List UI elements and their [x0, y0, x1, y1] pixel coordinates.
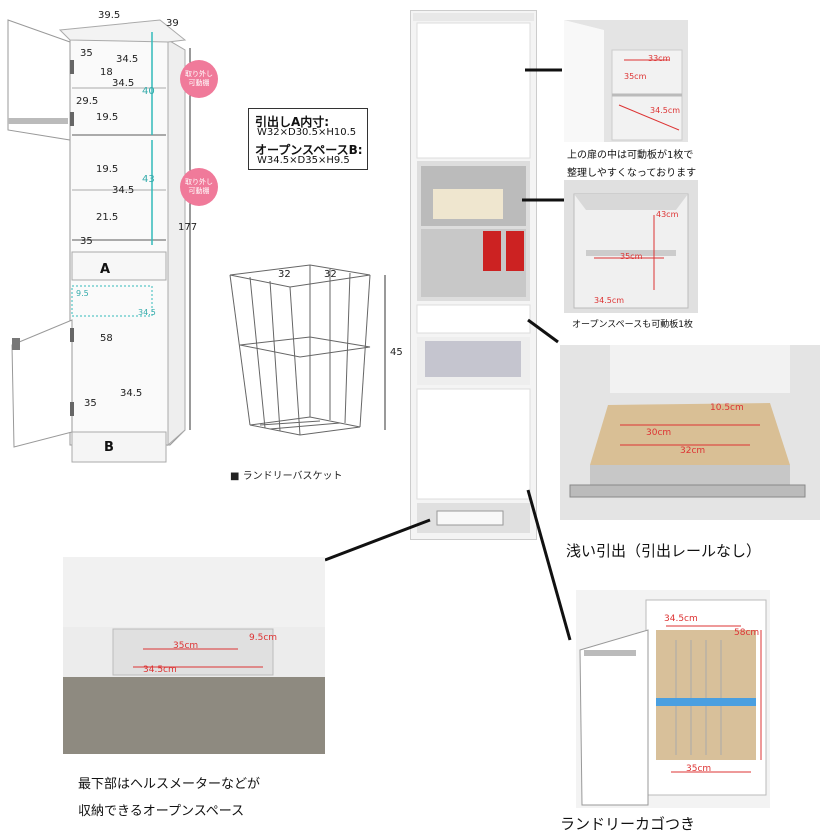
basket-label: ■ ランドリーバスケット — [230, 471, 343, 482]
dim-upper-width: 34.5 — [116, 54, 139, 65]
laundry-h: 58cm — [734, 628, 760, 638]
drawer-photo: 10.5cm 30cm 32cm — [560, 345, 820, 520]
open-space-w: 34.5cm — [594, 296, 625, 305]
dim-mid-shelf2: 21.5 — [96, 212, 119, 223]
spec-b-title: オープンスペースB: — [255, 143, 363, 157]
laundry-basket-diagram: 32 32 45 ■ ランドリーバスケット — [220, 245, 410, 485]
removable-shelf-tag-2: 取り外し 可動棚 — [180, 168, 218, 206]
upper-shelf-d3: 34.5cm — [650, 106, 681, 115]
cabinet-drawing — [7, 19, 191, 463]
laundry-w: 34.5cm — [664, 614, 698, 624]
dim-upper-shelf2: 19.5 — [96, 112, 119, 123]
cabinet-photo — [410, 10, 537, 540]
basket-wireframe — [229, 264, 386, 436]
dim-upper-depth: 35 — [80, 48, 93, 59]
upper-shelf-caption-1: 上の扉の中は可動板が1枚で — [567, 150, 694, 161]
open-space-caption: オープンスペースも可動板1枚 — [572, 320, 693, 330]
drawer-w: 32cm — [680, 446, 706, 456]
dim-total-height: 177 — [178, 222, 198, 233]
dim-upper-shelf1: 18 — [100, 67, 113, 78]
laundry-caption: ランドリーカゴつき — [560, 815, 696, 833]
dim-open-small-h: 9.5 — [76, 289, 89, 298]
dim-mid-depth: 35 — [80, 236, 93, 247]
dim-top-width: 39.5 — [98, 10, 121, 21]
laundry-d: 35cm — [686, 764, 712, 774]
dim-mid-shelf1: 19.5 — [96, 164, 119, 175]
open-space-h: 43cm — [656, 210, 679, 219]
dim-lower-width: 34.5 — [120, 388, 143, 399]
dim-mid-width: 34.5 — [112, 185, 135, 196]
upper-shelf-d1: 33cm — [648, 54, 671, 63]
drawer-caption: 浅い引出（引出レールなし） — [566, 542, 762, 560]
bottom-caption-1: 最下部はヘルスメーターなどが — [78, 777, 261, 792]
open-space-photo: 43cm 35cm 34.5cm — [564, 180, 698, 313]
dim-upper-door-w: 34.5 — [112, 78, 135, 89]
dim-upper-depth2: 29.5 — [76, 96, 99, 107]
cabinet-diagram: 39.5 39 35 34.5 18 34.5 40 29.5 19.5 19.… — [0, 0, 230, 470]
drawer-d: 30cm — [646, 428, 672, 438]
dim-lower-height: 58 — [100, 333, 113, 344]
basket-width: 32 — [278, 269, 291, 280]
dim-upper-section: 40 — [142, 86, 155, 97]
laundry-photo: 34.5cm 58cm 35cm — [576, 590, 770, 808]
basket-height: 45 — [390, 347, 403, 358]
spec-box: 引出しA内寸: W32×D30.5×H10.5 オープンスペースB: W34.5… — [248, 108, 368, 170]
dim-mid-section: 43 — [142, 174, 155, 185]
open-space-d: 35cm — [620, 252, 643, 261]
bottom-caption-2: 収納できるオープンスペース — [78, 804, 245, 819]
upper-shelf-caption-2: 整理しやすくなっております — [567, 168, 697, 179]
spec-a-title: 引出しA内寸: — [255, 115, 330, 129]
upper-shelf-photo: 33cm 35cm 34.5cm — [564, 20, 688, 142]
upper-shelf-d2: 35cm — [624, 72, 647, 81]
basket-depth: 32 — [324, 269, 337, 280]
dim-top-depth: 39 — [166, 18, 179, 29]
bottom-h: 9.5cm — [249, 633, 278, 643]
bottom-space-photo: 35cm 9.5cm 34.5cm — [63, 557, 325, 754]
bottom-d: 35cm — [173, 641, 199, 651]
dim-lower-depth: 35 — [84, 398, 97, 409]
drawer-h: 10.5cm — [710, 403, 744, 413]
open-b-label: B — [104, 440, 114, 455]
spec-b-value: W34.5×D35×H9.5 — [257, 155, 350, 166]
spec-a-value: W32×D30.5×H10.5 — [257, 127, 357, 138]
removable-shelf-tag-1: 取り外し 可動棚 — [180, 60, 218, 98]
drawer-a-label: A — [100, 262, 111, 277]
dim-open-small-w: 34.5 — [138, 308, 156, 317]
bottom-w: 34.5cm — [143, 665, 177, 675]
